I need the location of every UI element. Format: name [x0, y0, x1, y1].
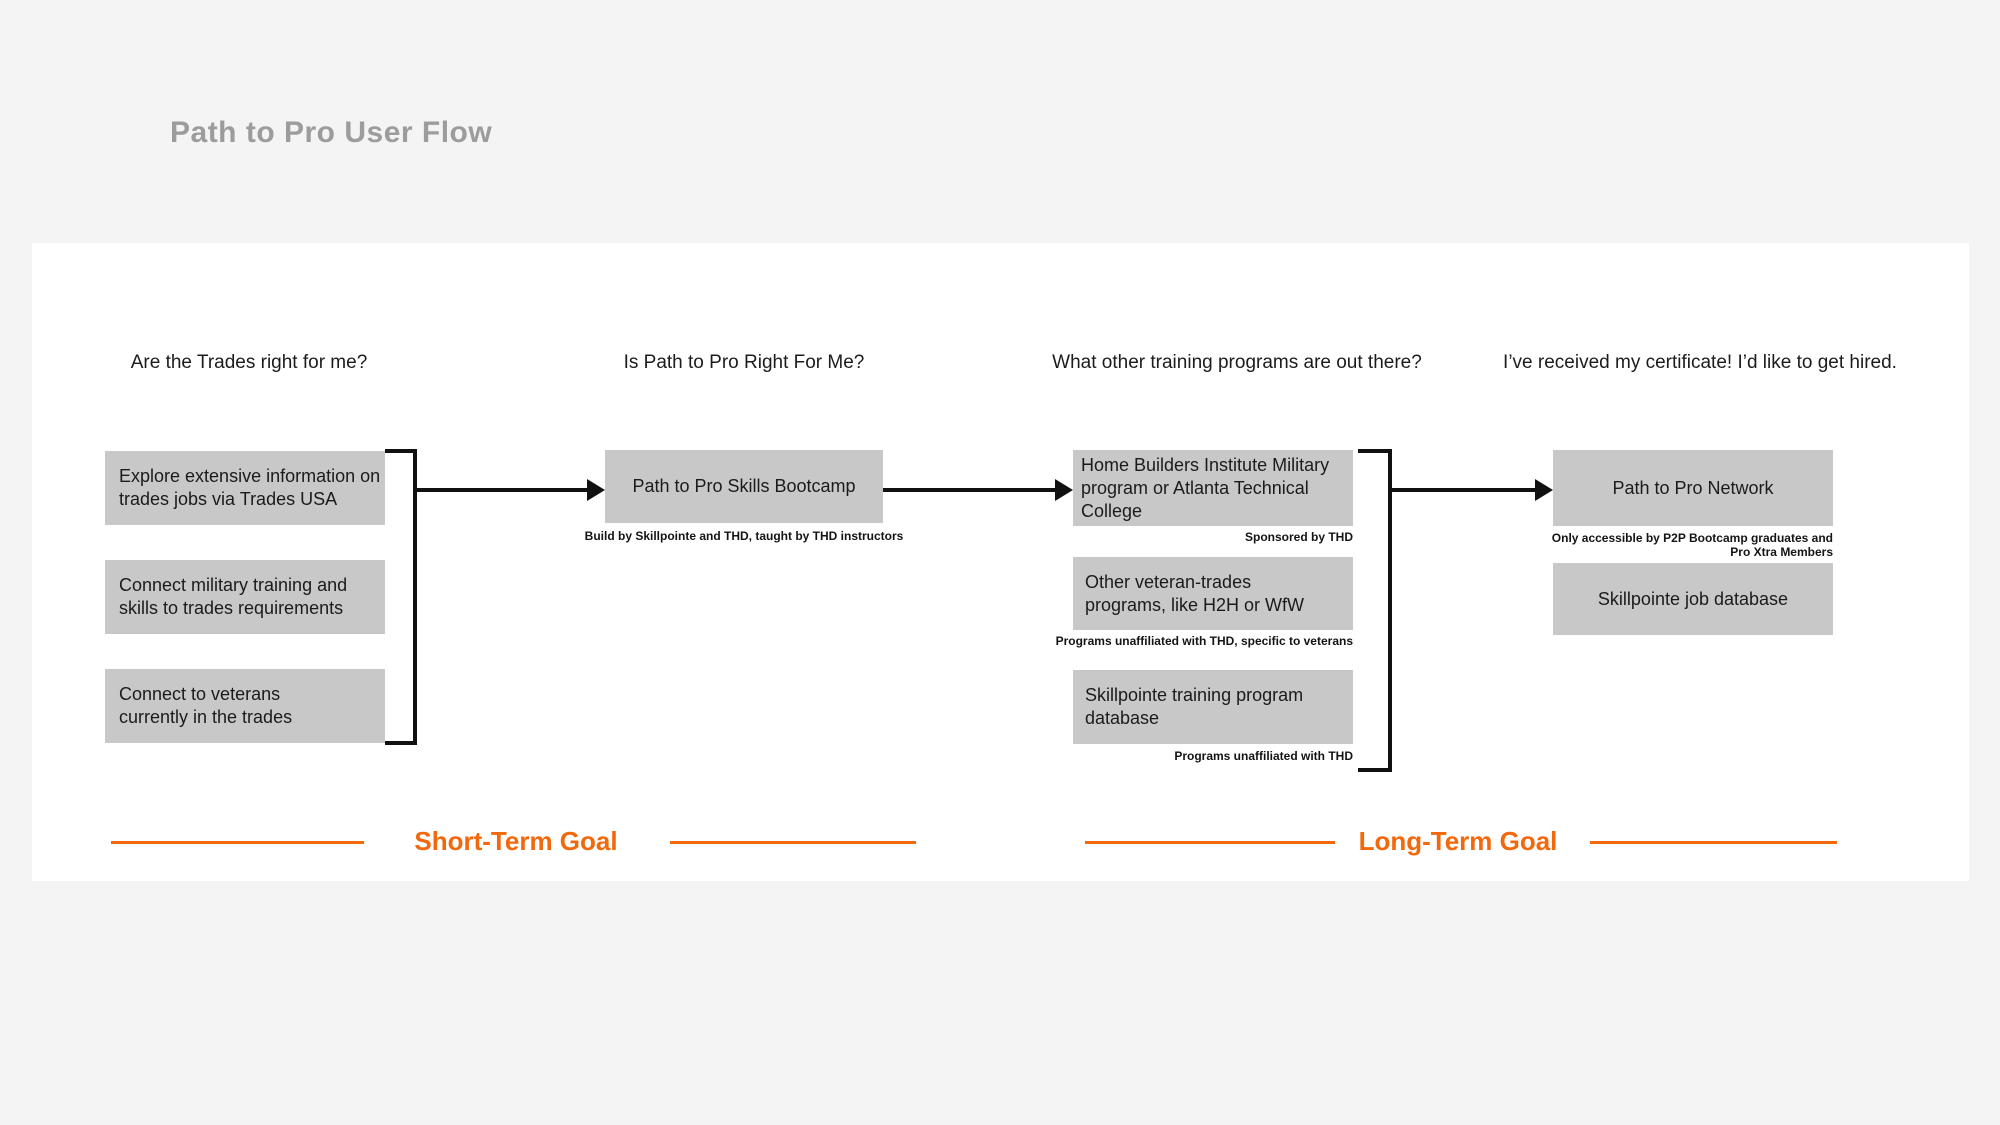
stage-question-get-hired: I’ve received my certificate! I’d like t…: [1503, 352, 1897, 373]
stage-question-path-to-pro: Is Path to Pro Right For Me?: [623, 352, 865, 373]
flow-node-label: Path to Pro Skills Bootcamp: [632, 476, 856, 496]
flow-node-p2p-network: Path to Pro Network: [1553, 450, 1833, 526]
arrow-head: [587, 479, 605, 501]
flow-node-veteran-programs: Other veteran-trades programs, like H2H …: [1073, 557, 1353, 630]
stage-question-other-programs: What other training programs are out the…: [1052, 352, 1422, 373]
flow-node-label: Skillpointe job database: [1597, 588, 1789, 609]
node-caption-p2p-access: Only accessible by P2P Bootcamp graduate…: [1551, 531, 1833, 559]
flow-node-label: Explore extensive information on trades …: [119, 466, 381, 509]
flow-node-label: Home Builders Institute Military program…: [1081, 454, 1330, 521]
goal-divider-line: [111, 841, 364, 844]
node-caption-sponsored: Sponsored by THD: [1244, 530, 1353, 544]
bracket-vertical-line: [1388, 449, 1392, 772]
flow-node-bootcamp: Path to Pro Skills Bootcamp: [605, 450, 883, 523]
goal-divider-line: [1590, 841, 1837, 844]
bracket-bottom-hook: [1358, 768, 1392, 772]
bracket-top-hook: [1358, 449, 1392, 453]
flow-node-label: Path to Pro Network: [1612, 477, 1774, 498]
flow-node-label: Skillpointe training program database: [1085, 685, 1304, 728]
bracket-vertical-line: [413, 449, 417, 745]
flow-node-military-skills: Connect military training and skills to …: [105, 560, 385, 634]
flow-node-label: Connect to veterans currently in the tra…: [119, 684, 293, 727]
stage-question-trades: Are the Trades right for me?: [130, 352, 368, 373]
flow-node-label: Other veteran-trades programs, like H2H …: [1085, 571, 1305, 615]
node-caption-unaffiliated: Programs unaffiliated with THD: [1174, 749, 1353, 763]
flow-node-skillpointe-training: Skillpointe training program database: [1073, 670, 1353, 744]
arrow-line: [883, 488, 1057, 492]
node-caption-unaffiliated-veterans: Programs unaffiliated with THD, specific…: [1055, 634, 1353, 648]
flow-node-trades-usa: Explore extensive information on trades …: [105, 451, 385, 525]
arrow-head: [1055, 479, 1073, 501]
flow-node-connect-veterans: Connect to veterans currently in the tra…: [105, 669, 385, 743]
arrow-line: [413, 488, 589, 492]
bracket-top-hook: [385, 449, 417, 453]
long-term-goal-label: Long-Term Goal: [1358, 826, 1558, 856]
flow-node-hbi-atlanta: Home Builders Institute Military program…: [1073, 450, 1353, 526]
flow-node-label: Connect military training and skills to …: [119, 575, 348, 618]
page-title: Path to Pro User Flow: [170, 116, 493, 149]
bracket-bottom-hook: [385, 741, 417, 745]
goal-divider-line: [670, 841, 916, 844]
flow-node-job-database: Skillpointe job database: [1553, 563, 1833, 635]
arrow-line: [1388, 488, 1537, 492]
arrow-head: [1535, 479, 1553, 501]
goal-divider-line: [1085, 841, 1335, 844]
short-term-goal-label: Short-Term Goal: [414, 826, 618, 856]
node-caption-bootcamp: Build by Skillpointe and THD, taught by …: [584, 529, 904, 543]
